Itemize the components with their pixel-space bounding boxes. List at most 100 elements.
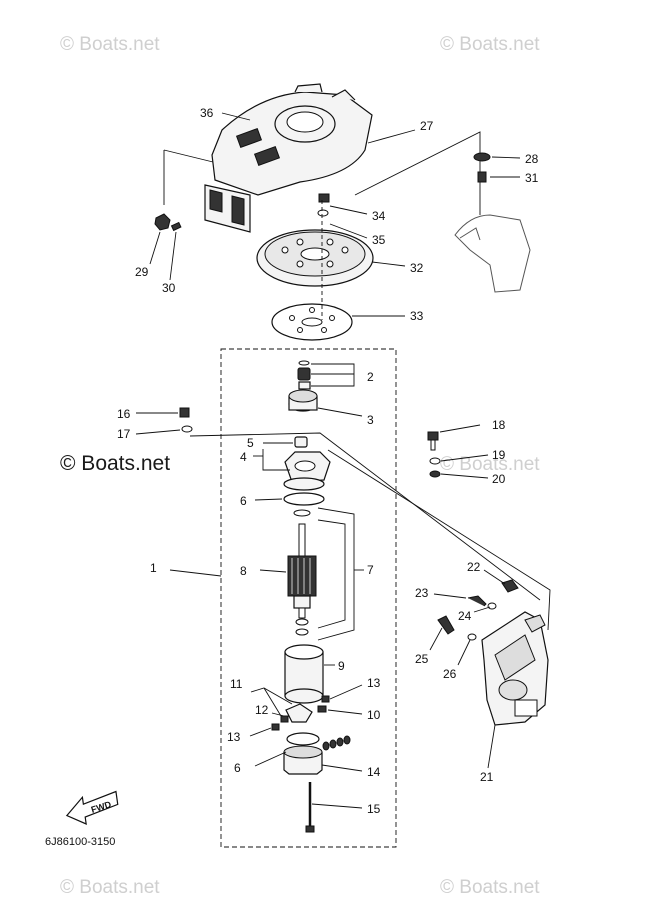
leader-line (440, 454, 489, 462)
stopper-part (298, 381, 311, 390)
callout-12: 12 (255, 703, 269, 717)
callout-6a: 6 (240, 494, 247, 508)
pinion-part (288, 389, 318, 412)
callout-14: 14 (367, 765, 381, 779)
washer-part (295, 628, 309, 636)
leader-line (263, 687, 282, 717)
callout-20: 20 (492, 472, 506, 486)
armature-part (287, 523, 317, 619)
callout-31: 31 (525, 171, 539, 185)
leader-line (163, 149, 214, 163)
callout-24: 24 (458, 609, 472, 623)
nut-part (154, 213, 171, 231)
bolt-part (179, 407, 190, 418)
leader-line (473, 606, 491, 613)
washer-part (181, 425, 193, 433)
bolt-part (437, 615, 455, 635)
through-bolt-part (305, 782, 315, 833)
leader-line (487, 724, 496, 769)
leader-line (321, 764, 363, 772)
leader-line (262, 449, 290, 471)
bolt-part (318, 193, 330, 203)
leader-line (317, 507, 355, 641)
watermark-bottom-left: © Boats.net (60, 877, 160, 898)
callout-22: 22 (467, 560, 481, 574)
leader-line (433, 593, 467, 599)
callout-17: 17 (117, 427, 131, 441)
washer-part (283, 492, 325, 506)
washer-part (467, 633, 477, 641)
fwd-arrow-icon: FWD (65, 790, 119, 825)
bolt-part (467, 595, 487, 607)
leader-line (259, 569, 287, 573)
callout-25: 25 (415, 652, 429, 666)
callout-16: 16 (117, 407, 131, 421)
washer-part (317, 209, 329, 217)
starter-assembly-box (220, 348, 397, 848)
leader-line (311, 363, 355, 387)
leader-line (135, 429, 181, 435)
watermark-bottom-right: © Boats.net (440, 877, 540, 898)
watermark-top-right: © Boats.net (440, 34, 540, 55)
callout-35: 35 (372, 233, 386, 247)
callout-27: 27 (420, 119, 434, 133)
bushing-part (294, 436, 308, 448)
callout-6b: 6 (234, 761, 241, 775)
watermark-top-left: © Boats.net (60, 34, 160, 55)
leader-line (491, 156, 521, 159)
callout-32: 32 (410, 261, 424, 275)
clip-part (298, 360, 310, 366)
callout-13b: 13 (367, 676, 381, 690)
callout-2: 2 (367, 370, 374, 384)
leader-line (371, 261, 406, 267)
yoke-part (284, 644, 324, 704)
leader-line (327, 709, 363, 715)
leader-line (149, 231, 161, 265)
leader-line (440, 473, 489, 479)
diagram-code: 6J86100-3150 (45, 836, 115, 848)
collar-part (477, 171, 487, 183)
flywheel-cover-part (204, 83, 373, 233)
leader-line (439, 424, 481, 433)
flywheel-plate-part (256, 229, 374, 287)
callout-10: 10 (367, 708, 381, 722)
brush-part (280, 715, 289, 723)
leader-line (329, 223, 368, 239)
bolt-part (427, 431, 439, 451)
starter-bracket-part (481, 611, 549, 726)
callout-11: 11 (230, 677, 243, 691)
leader-line (169, 231, 177, 281)
callout-29: 29 (135, 265, 149, 279)
bracket-housing-part (283, 451, 331, 491)
washer-part (487, 602, 497, 610)
callout-8: 8 (240, 564, 247, 578)
callout-23: 23 (415, 586, 429, 600)
leader-line (169, 569, 222, 577)
grommet-part (429, 470, 441, 478)
end-cover-part (283, 732, 323, 775)
callout-33: 33 (410, 309, 424, 323)
leader-line (249, 727, 272, 737)
callout-15: 15 (367, 802, 381, 816)
callout-19: 19 (492, 448, 506, 462)
leader-line (221, 112, 251, 121)
leader-line (254, 751, 287, 767)
spring-part (317, 705, 327, 713)
leader-line (317, 407, 363, 417)
leader-line (271, 712, 285, 717)
leader-line (329, 205, 368, 215)
leader-line (311, 803, 363, 809)
leader-line (254, 498, 283, 501)
leader-line (429, 627, 443, 651)
pin-part (170, 221, 182, 232)
watermark-middle-right: © Boats.net (440, 454, 540, 475)
clip-part (501, 579, 519, 593)
plate-part (271, 303, 353, 341)
leader-line (329, 684, 363, 700)
callout-9: 9 (338, 659, 345, 673)
springs-part (322, 735, 351, 751)
callout-5: 5 (247, 436, 254, 450)
callout-36: 36 (200, 106, 214, 120)
callout-26: 26 (443, 667, 457, 681)
